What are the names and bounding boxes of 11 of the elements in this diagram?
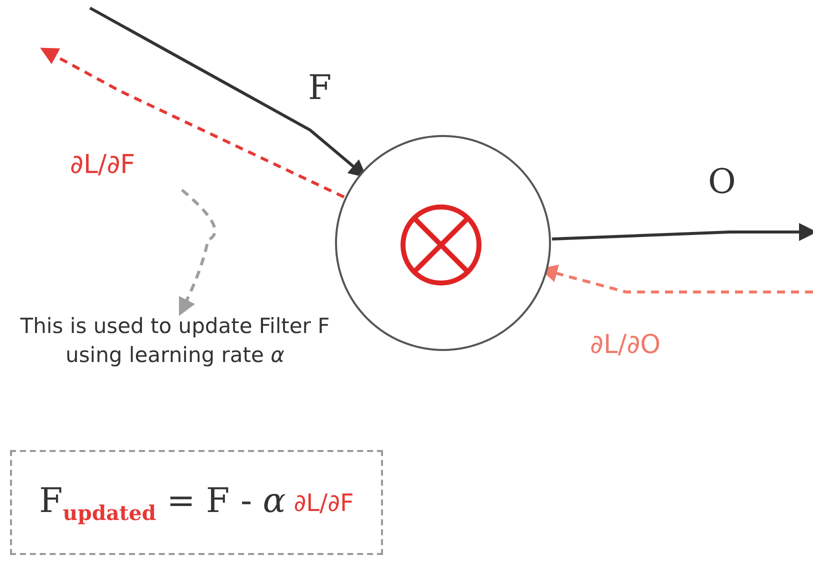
fraction: ∂L/∂F bbox=[294, 488, 354, 516]
arrow bbox=[552, 223, 813, 241]
edge-label: O bbox=[708, 162, 736, 202]
formula-box bbox=[10, 450, 383, 555]
edge-label: F bbox=[308, 68, 332, 108]
edge-label: ∂L/∂O bbox=[590, 330, 661, 360]
edge-label: ∂L/∂F bbox=[70, 150, 136, 180]
arrow bbox=[40, 48, 345, 198]
arrow bbox=[178, 188, 216, 316]
note-text: This is used to update Filter F using learning rate α bbox=[20, 312, 330, 422]
formula-text: F$_{updated}$ = F - α bbox=[39, 480, 286, 524]
